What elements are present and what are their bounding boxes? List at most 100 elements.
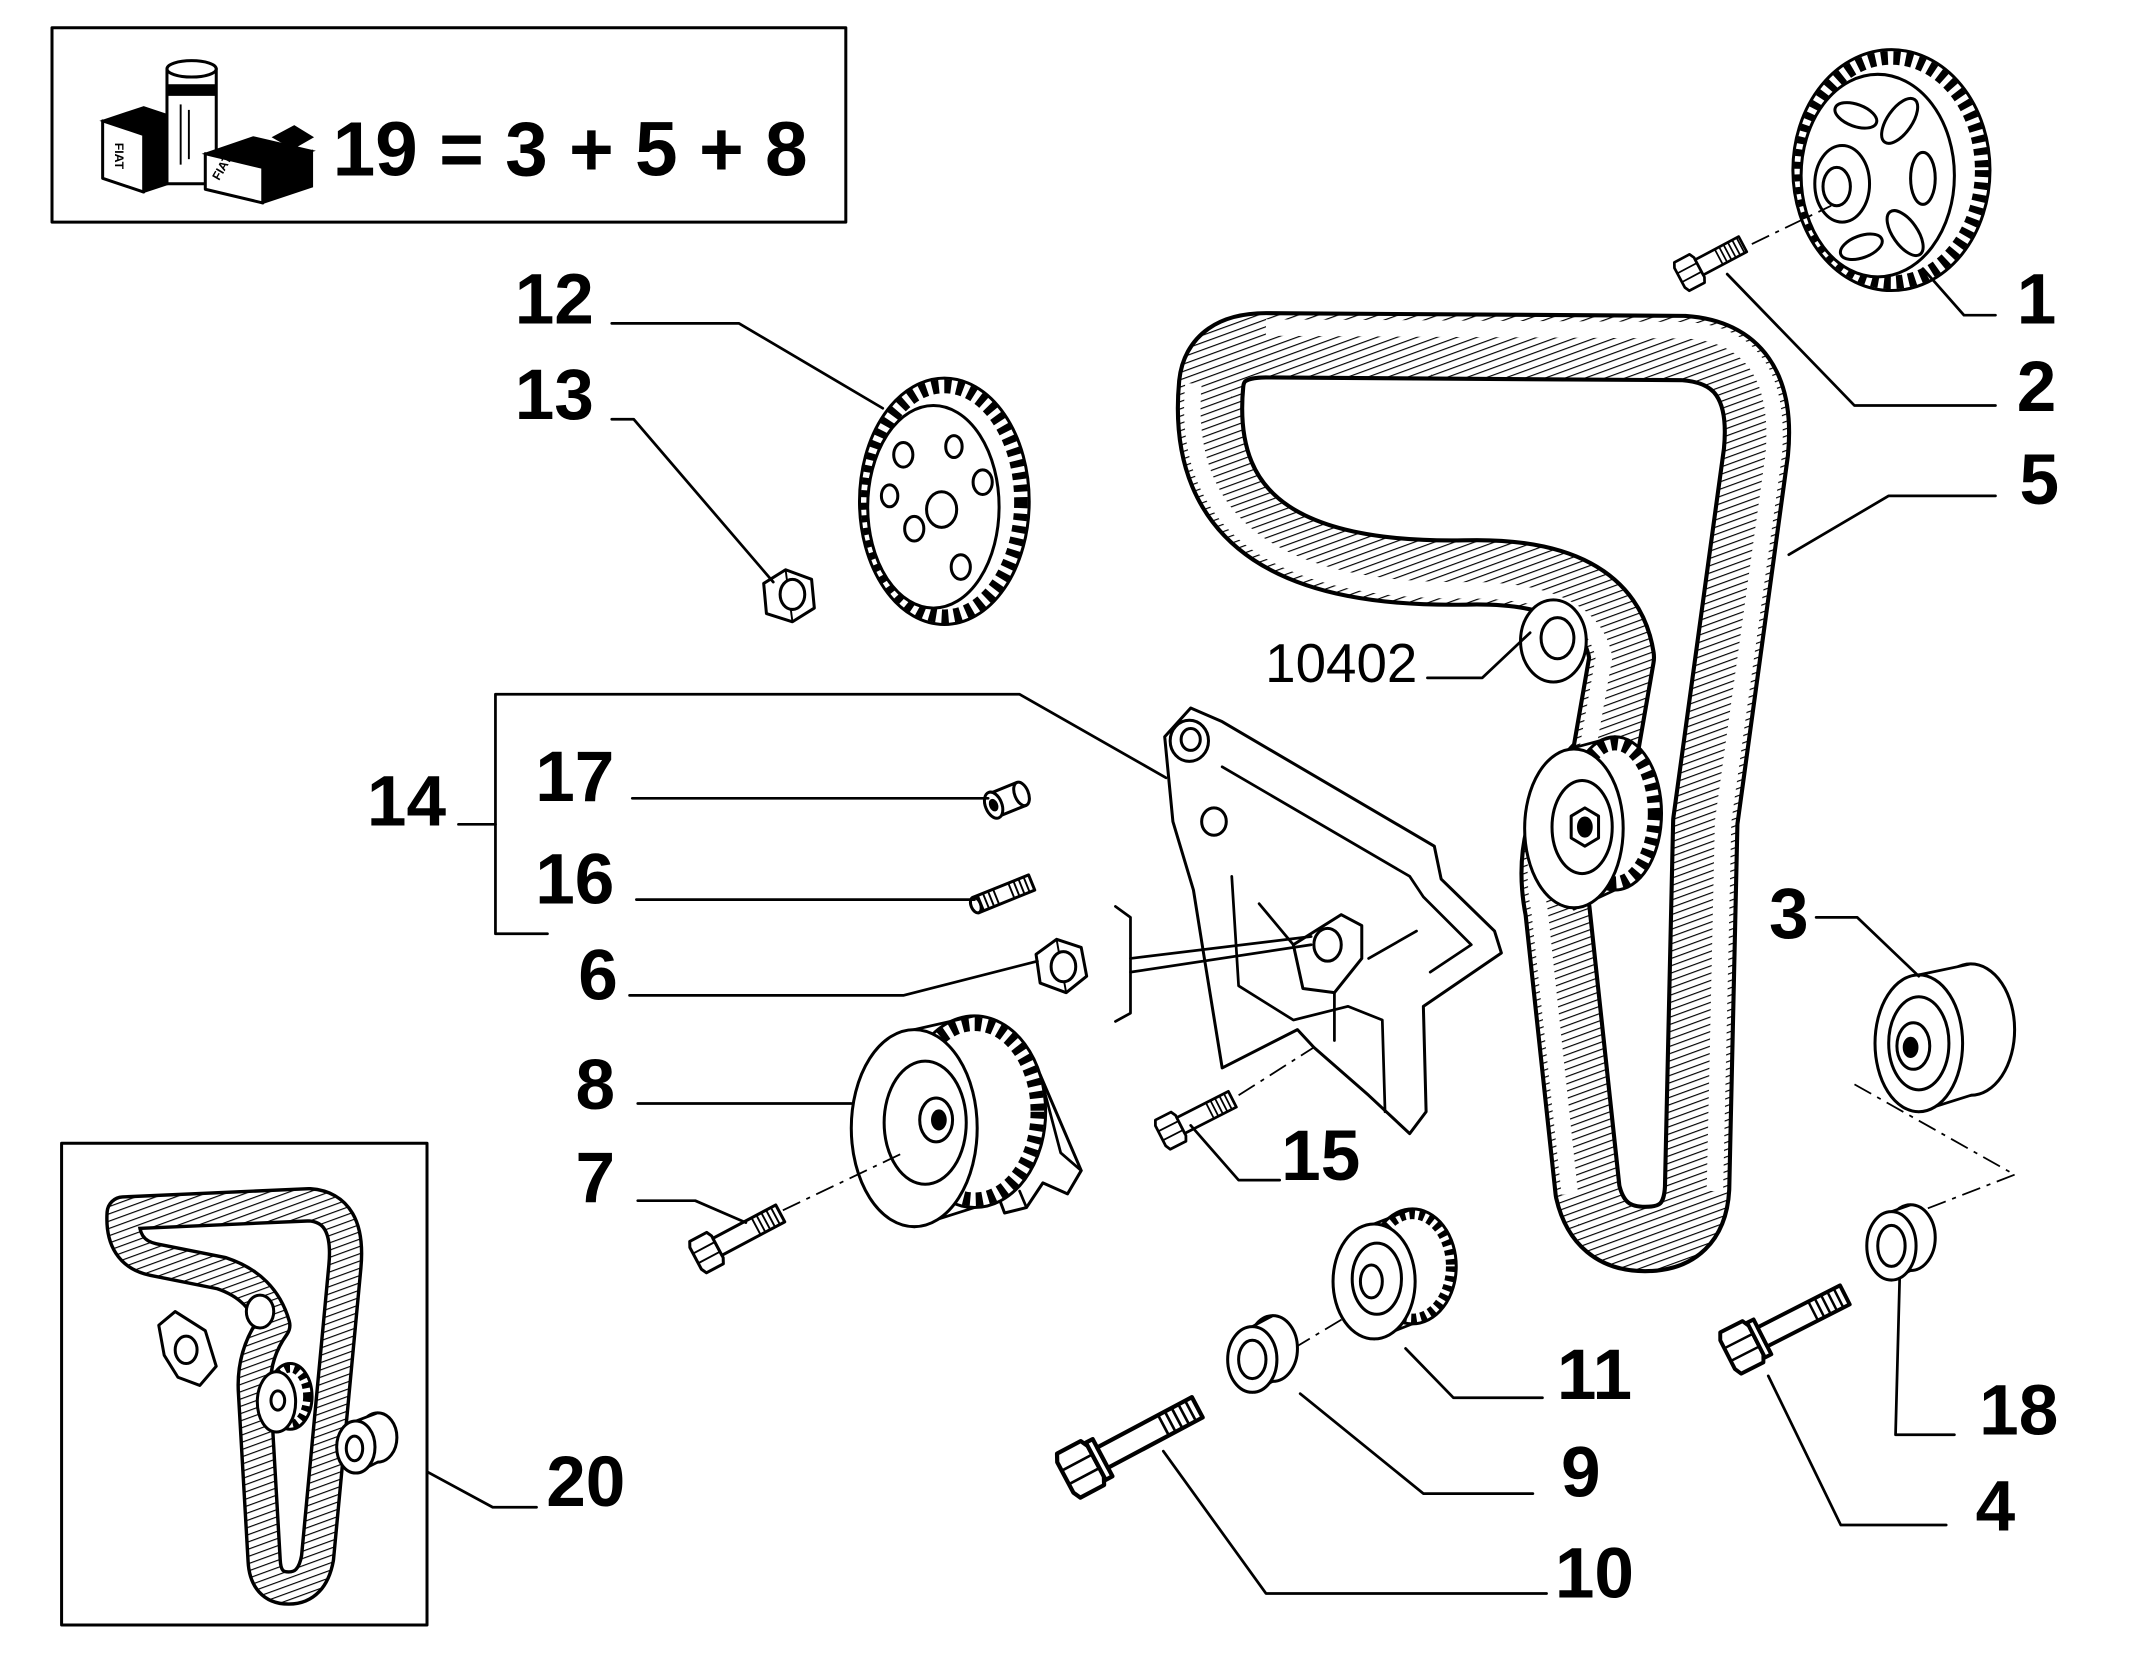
leader-line-10402 <box>1426 631 1532 680</box>
axis-line-roller-3 <box>1854 1083 2016 1176</box>
belt-tensioner-gear <box>1523 735 1664 911</box>
tensioner-8-arm-detail <box>1018 1073 1083 1209</box>
belt-gear-hub-hole <box>1576 816 1593 838</box>
assembly-bracket-mark <box>1114 905 1132 1023</box>
inset-belt-teeth <box>108 1190 360 1603</box>
axis-line-washer-18 <box>1922 1173 2015 1212</box>
bolt-2 <box>1672 235 1749 293</box>
leader-line-9 <box>1298 1392 1535 1495</box>
callout-16: 16 <box>535 841 614 920</box>
kit-box-right-notch <box>271 125 315 150</box>
crankshaft-gear-11 <box>1331 1207 1458 1341</box>
bolt-15-facet <box>1157 1120 1179 1133</box>
bolt-2-thread <box>1713 237 1746 265</box>
axis-line-bolt-2 <box>1751 204 1832 245</box>
bolt-10-facet-2 <box>1068 1466 1101 1486</box>
camshaft-gear-1 <box>1791 48 1992 293</box>
oil-filter-top <box>165 59 218 79</box>
inset-roller-hub <box>344 1434 365 1463</box>
nut-6 <box>1034 937 1089 995</box>
callout-labels: 1 2 5 12 13 10402 14 17 16 6 8 7 15 3 11… <box>367 260 2059 1613</box>
bolt-7-facet-2 <box>697 1250 721 1265</box>
bolt-10-thread <box>1156 1400 1198 1437</box>
washer-18-bore <box>1876 1223 1907 1268</box>
washer-9 <box>1226 1314 1299 1394</box>
spacer-17-end <box>1012 780 1031 808</box>
gear-12-hole-f <box>944 434 964 460</box>
leader-line-1 <box>1921 267 1997 317</box>
bolt-15-thread <box>1205 1093 1233 1119</box>
bolt-15-shank <box>1175 1089 1238 1135</box>
washer-18 <box>1865 1203 1937 1282</box>
bolt-2-shank <box>1693 235 1749 277</box>
idler-pulley-10402 <box>1519 598 1588 684</box>
bolt-4-facet-2 <box>1730 1345 1760 1363</box>
bolt-2-facet-2 <box>1681 270 1702 283</box>
belt-tensioner-8 <box>849 1014 1083 1229</box>
bracket-boss-hole <box>1312 926 1343 963</box>
reference-number-10402: 10402 <box>1265 632 1417 694</box>
leader-line-18 <box>1894 1277 1956 1437</box>
bolt-15 <box>1153 1089 1238 1151</box>
leader-line-5 <box>1787 494 1997 557</box>
gear-12-hole-d <box>949 553 972 581</box>
idler-pulley-hub <box>1539 616 1576 661</box>
bolt-10 <box>1054 1395 1205 1500</box>
gear-1-slot-c <box>1885 209 1925 258</box>
timing-belt-back-band-right <box>1265 319 1783 1192</box>
bracket-rib-lower <box>1230 874 1387 1114</box>
callout-4: 4 <box>1976 1468 2016 1547</box>
leader-line-2 <box>1725 272 1997 407</box>
kit-box-right-side <box>261 149 314 205</box>
leader-line-13 <box>610 417 775 584</box>
bolt-15-facet-2 <box>1162 1129 1184 1142</box>
leader-line-12 <box>610 322 885 410</box>
inset-idler <box>244 1293 276 1330</box>
leader-line-6 <box>628 959 1039 997</box>
leader-line-20 <box>425 1470 538 1509</box>
stud-16-end <box>968 895 983 915</box>
axis-line-bolt-7 <box>782 1151 904 1212</box>
timing-belt-teeth <box>1179 315 1787 1270</box>
callout-13: 13 <box>515 356 594 435</box>
idler-roller-3 <box>1873 962 2017 1114</box>
leader-line-4 <box>1766 1374 1948 1527</box>
callout-5: 5 <box>2019 441 2059 520</box>
bolt-7-thread <box>750 1207 781 1236</box>
bolt-4-shank <box>1755 1283 1852 1349</box>
callout-8: 8 <box>576 1046 616 1125</box>
bracket-rib-upper <box>1220 765 1473 974</box>
bracket-web <box>1257 902 1418 1042</box>
leader-line-10 <box>1161 1449 1548 1595</box>
bracket-hole-top-inner <box>1179 727 1202 752</box>
callout-7: 7 <box>576 1139 616 1218</box>
leader-line-3 <box>1814 916 1921 978</box>
callout-2: 2 <box>2017 348 2057 427</box>
axis-line-gear-11 <box>1292 1310 1356 1350</box>
oil-filter-band <box>165 84 218 96</box>
callout-15: 15 <box>1281 1117 1360 1196</box>
gear-12-hole-e <box>879 483 900 509</box>
nut-6-bore <box>1049 950 1078 984</box>
gear-11-edge-top <box>1372 1207 1414 1226</box>
callout-12: 12 <box>515 260 594 339</box>
assembly-inset-20 <box>60 1141 429 1627</box>
bracket-hole-mid <box>1200 806 1228 837</box>
camshaft-gear-12 <box>857 376 1031 627</box>
tensioner-bracket-plate <box>1163 706 1503 1136</box>
callout-11: 11 <box>1557 1336 1632 1415</box>
gear-1-slot-a <box>1880 96 1920 145</box>
gear-12-hole-c <box>903 514 926 543</box>
bolt-7-facet <box>692 1241 716 1255</box>
nut-13-bore <box>778 577 807 611</box>
belt-gear-edge-top <box>1572 735 1617 750</box>
inset-bracket-hub <box>173 1334 199 1366</box>
gear-1-slot-d <box>1838 232 1884 261</box>
callout-20: 20 <box>546 1443 625 1522</box>
tensioner-8-bore <box>931 1109 947 1131</box>
bolt-7 <box>688 1203 787 1275</box>
nut-13 <box>762 568 816 624</box>
inset-gear-teeth <box>267 1362 313 1430</box>
callout-18: 18 <box>1979 1372 2058 1451</box>
